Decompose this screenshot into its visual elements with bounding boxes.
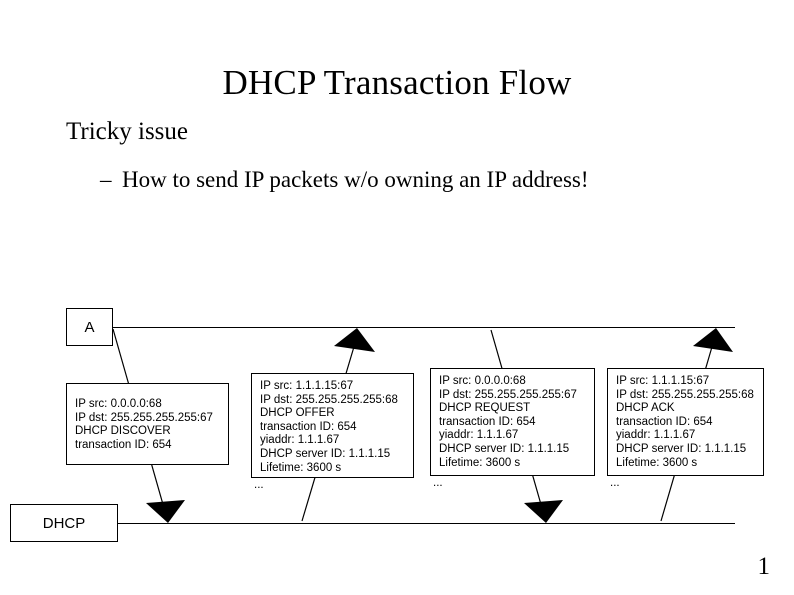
packet-line: DHCP DISCOVER	[75, 425, 171, 438]
packet-line: transaction ID: 654	[260, 420, 357, 433]
packet-line: IP dst: 255.255.255.255:67	[439, 388, 577, 401]
node-label-client: A	[66, 308, 113, 346]
page-number: 1	[757, 553, 771, 580]
node-label-server: DHCP	[10, 504, 118, 542]
packet-box-offer: IP src: 1.1.1.15:67 IP dst: 255.255.255.…	[251, 373, 414, 478]
packet-line: Lifetime: 3600 s	[260, 461, 342, 474]
packet-line: yiaddr: 1.1.1.67	[616, 429, 696, 442]
bullet-level2: –How to send IP packets w/o owning an IP…	[100, 166, 589, 194]
node-label-client-text: A	[84, 318, 95, 336]
packet-line: Lifetime: 3600 s	[439, 456, 521, 469]
packet-line: DHCP OFFER	[260, 407, 335, 420]
node-label-server-text: DHCP	[42, 514, 86, 532]
message-arrowhead-offer	[334, 328, 375, 352]
message-arrowhead-discover	[146, 500, 185, 523]
bullet-level2-text: How to send IP packets w/o owning an IP …	[122, 167, 589, 192]
packet-line: IP src: 0.0.0.0:68	[439, 375, 526, 387]
packet-line: DHCP server ID: 1.1.1.15	[260, 447, 391, 460]
packet-line: transaction ID: 654	[616, 415, 713, 428]
packet-line: IP dst: 255.255.255.255:68	[260, 393, 398, 406]
timeline-server	[118, 523, 735, 524]
packet-line: DHCP server ID: 1.1.1.15	[616, 442, 747, 455]
packet-line: transaction ID: 654	[75, 438, 172, 451]
bullet-level1: Tricky issue	[66, 117, 188, 147]
packet-line: IP src: 1.1.1.15:67	[260, 380, 354, 392]
packet-line: transaction ID: 654	[439, 415, 536, 428]
packet-line: IP src: 0.0.0.0:68	[75, 398, 162, 410]
packet-line: DHCP REQUEST	[439, 402, 531, 415]
packet-line: yiaddr: 1.1.1.67	[260, 434, 340, 447]
packet-ellipsis-ack: ...	[610, 477, 620, 489]
message-arrowhead-request	[524, 500, 563, 523]
packet-line: yiaddr: 1.1.1.67	[439, 429, 519, 442]
message-arrowhead-ack	[693, 328, 733, 352]
timeline-client	[112, 327, 735, 328]
packet-box-request: IP src: 0.0.0.0:68 IP dst: 255.255.255.2…	[430, 368, 595, 476]
packet-box-ack: IP src: 1.1.1.15:67 IP dst: 255.255.255.…	[607, 368, 764, 476]
packet-ellipsis-offer: ...	[254, 479, 264, 491]
packet-line: IP dst: 255.255.255.255:67	[75, 411, 213, 424]
packet-ellipsis-request: ...	[433, 477, 443, 489]
packet-line: DHCP server ID: 1.1.1.15	[439, 442, 570, 455]
packet-line: IP dst: 255.255.255.255:68	[616, 388, 754, 401]
packet-line: Lifetime: 3600 s	[616, 456, 698, 469]
packet-line: IP src: 1.1.1.15:67	[616, 375, 710, 387]
bullet-dash-marker: –	[100, 167, 112, 192]
packet-box-discover: IP src: 0.0.0.0:68 IP dst: 255.255.255.2…	[66, 383, 229, 465]
page-title: DHCP Transaction Flow	[222, 63, 572, 102]
packet-line: DHCP ACK	[616, 402, 675, 415]
bullet-level1-text: Tricky issue	[66, 118, 189, 145]
